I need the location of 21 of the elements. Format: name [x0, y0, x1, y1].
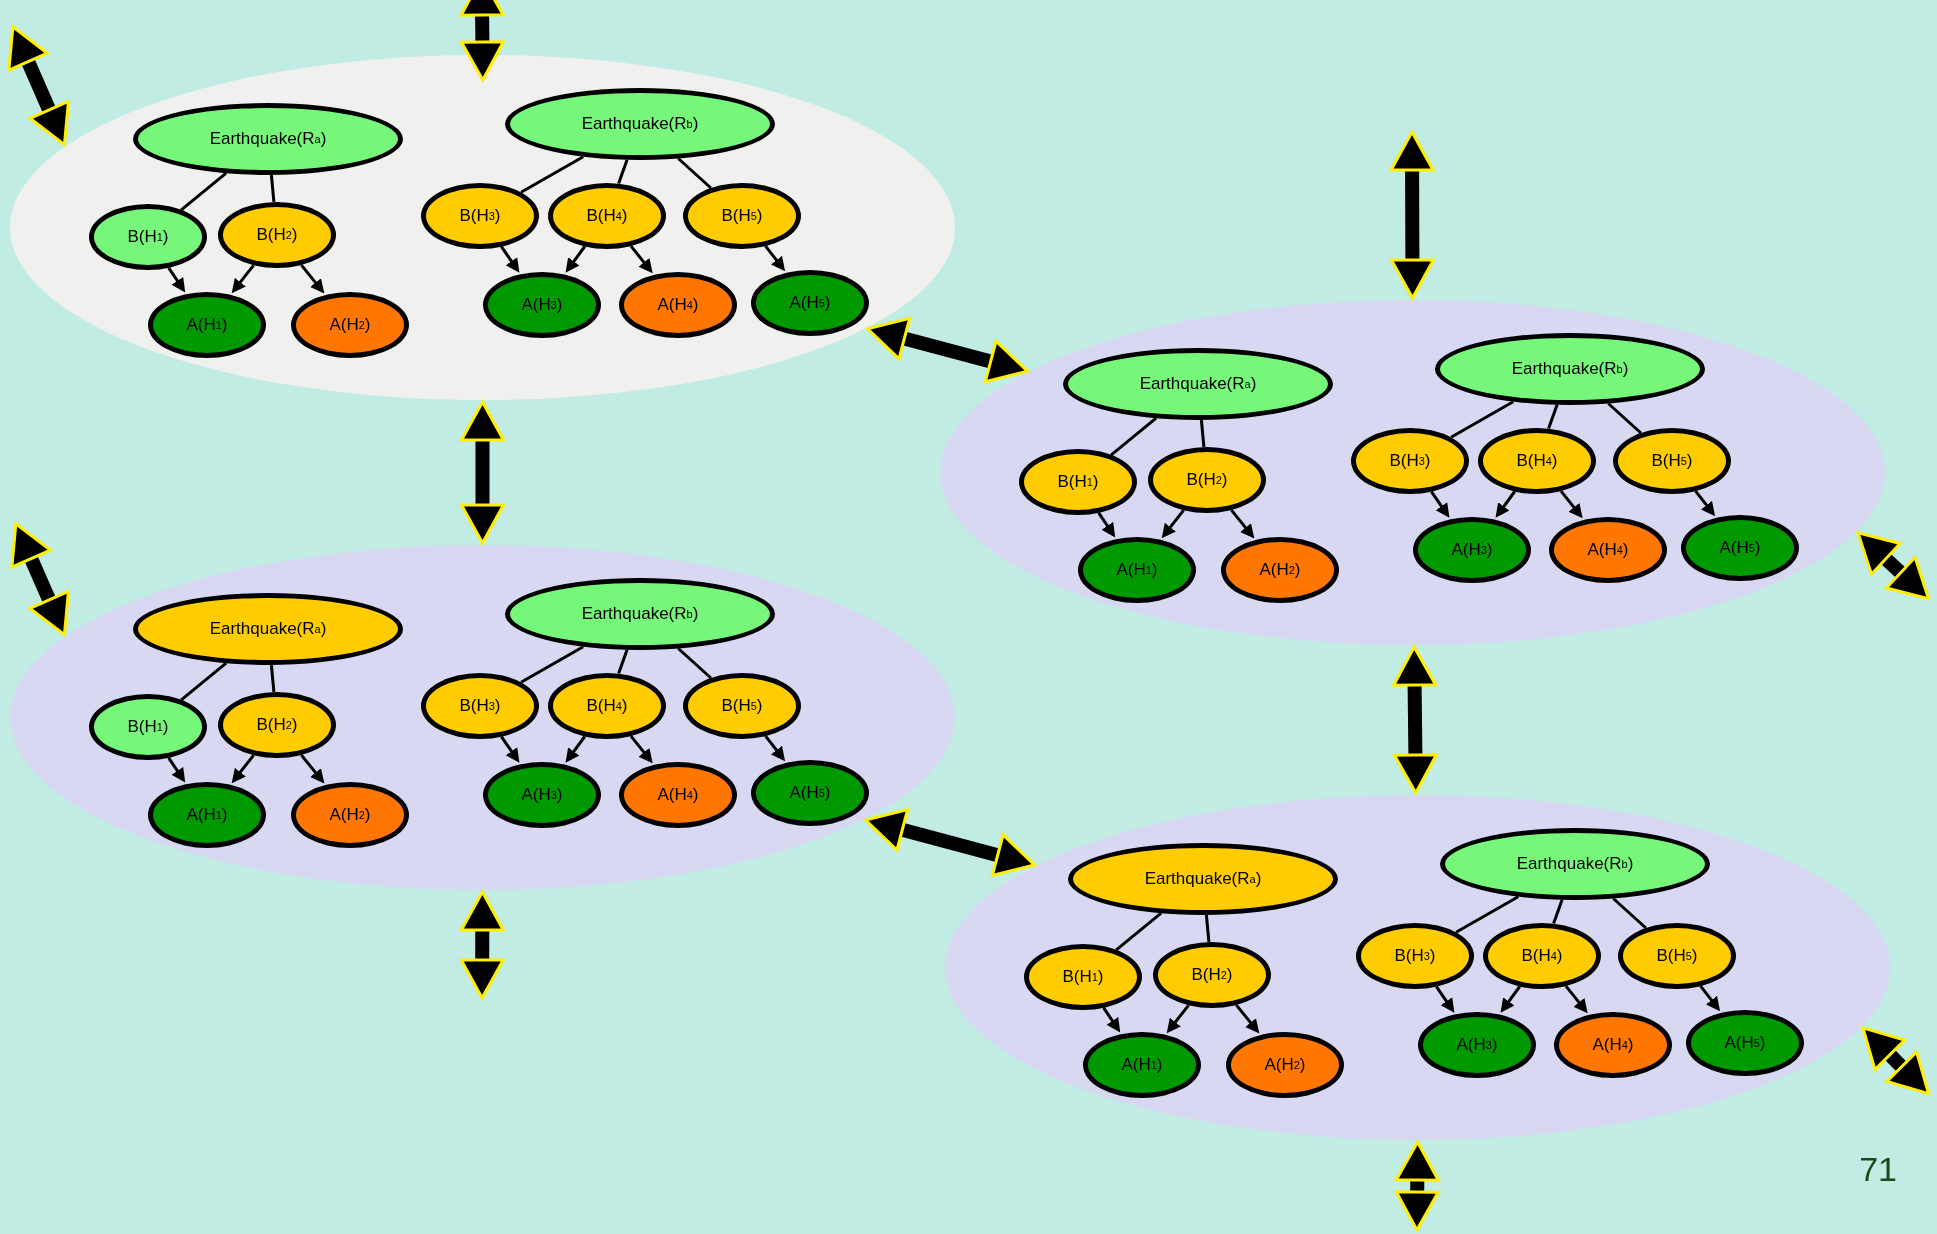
double-arrow [459, 890, 505, 1000]
page-number: 71 [1859, 1150, 1897, 1189]
connector-line [269, 174, 276, 203]
double-arrow [866, 316, 1029, 384]
connector-line [617, 649, 629, 675]
double-arrow [1856, 531, 1930, 601]
double-arrow [10, 522, 70, 637]
double-arrow [1394, 1140, 1440, 1232]
double-arrow [460, 400, 505, 545]
double-arrow [7, 25, 70, 147]
connector-line [1547, 404, 1559, 430]
double-arrow [1392, 645, 1438, 795]
connector-line [617, 159, 629, 185]
connector-line [1204, 914, 1211, 943]
double-arrow [864, 808, 1036, 877]
double-arrow [1861, 1026, 1931, 1096]
double-arrow [459, 0, 505, 82]
connector-line [269, 664, 276, 693]
connector-line [1199, 419, 1206, 448]
connector-line [1552, 899, 1564, 925]
double-arrow [1389, 130, 1435, 300]
